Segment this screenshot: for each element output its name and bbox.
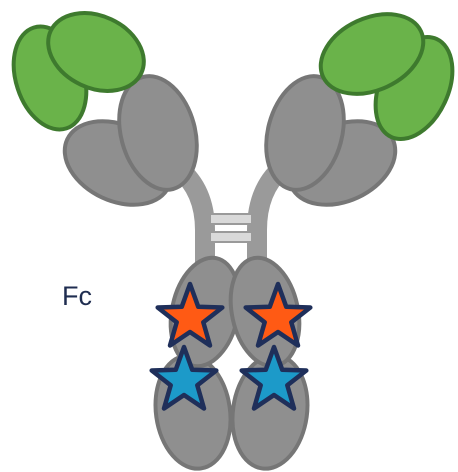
fc-label: Fc <box>62 283 92 310</box>
fc-region <box>148 251 314 472</box>
right-fab-arm <box>254 0 458 221</box>
left-fab-arm <box>1 0 208 221</box>
disulfide-bridge-bottom <box>210 232 252 242</box>
disulfide-bridge-top <box>210 214 252 224</box>
hinge-region <box>178 168 282 262</box>
